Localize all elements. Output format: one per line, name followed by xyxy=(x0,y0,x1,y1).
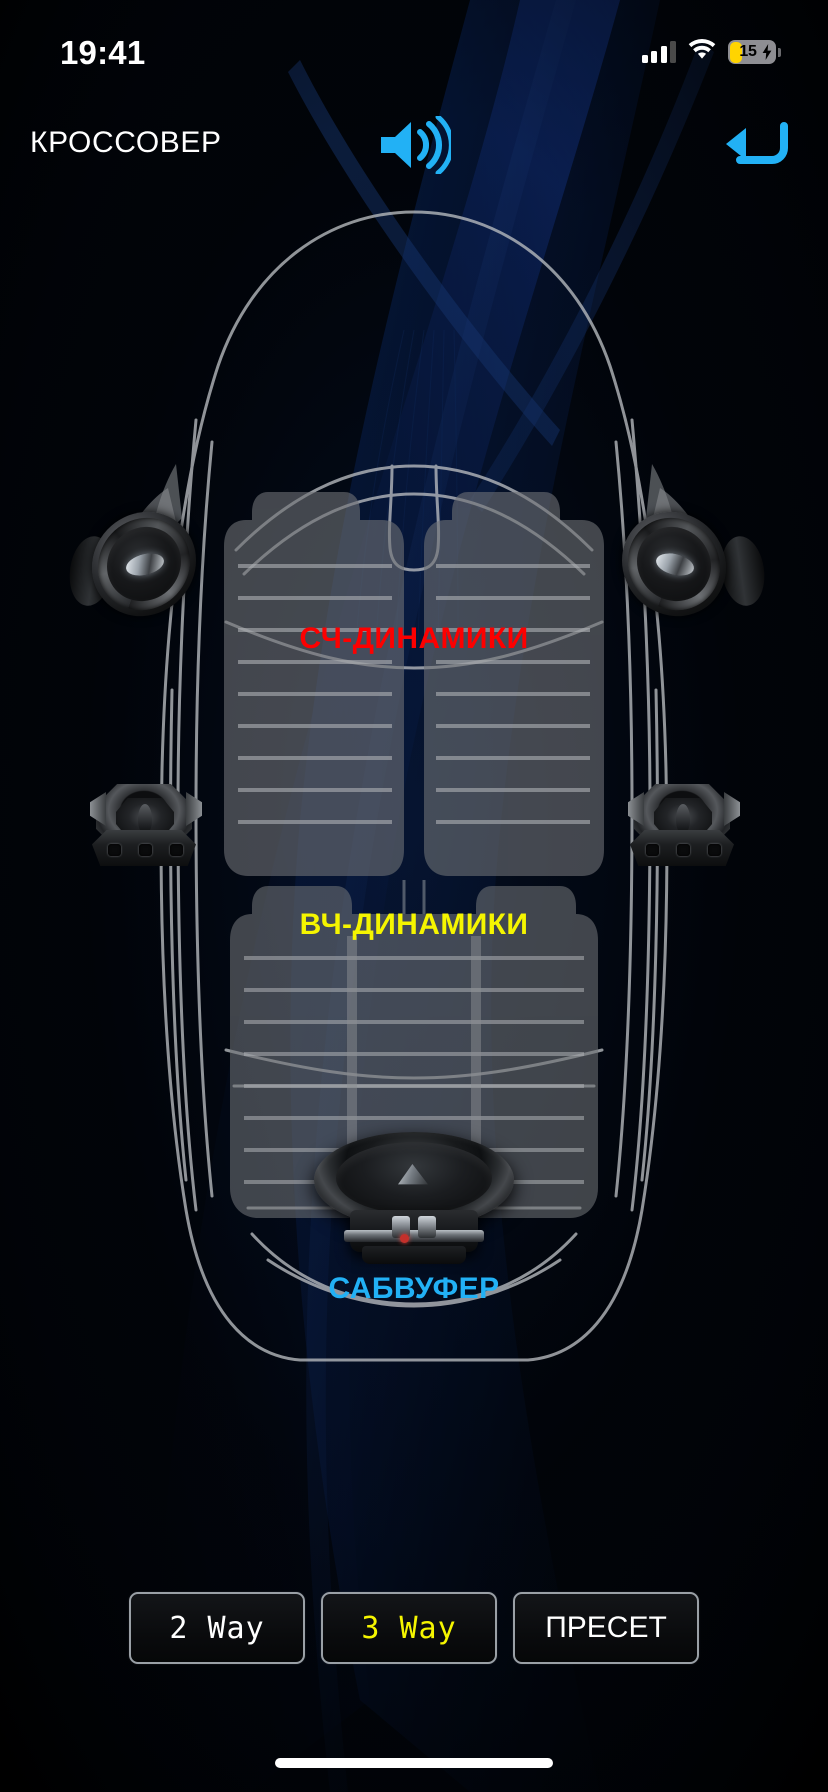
back-arrow-icon[interactable] xyxy=(712,116,798,174)
home-indicator[interactable] xyxy=(275,1758,553,1768)
mode-button-2way[interactable]: 2 Way xyxy=(129,1592,305,1664)
app-header: КРОССОВЕР xyxy=(0,108,828,188)
status-bar: 19:41 15 xyxy=(0,0,828,96)
tweeter-left[interactable] xyxy=(90,778,202,870)
tweeter-right[interactable] xyxy=(628,778,740,870)
crossover-mode-bar: 2 Way 3 Way ПРЕСЕТ xyxy=(0,1592,828,1664)
mid-speaker-front-right[interactable] xyxy=(622,508,769,628)
page-title: КРОССОВЕР xyxy=(30,126,222,159)
mode-button-preset[interactable]: ПРЕСЕТ xyxy=(513,1592,699,1664)
signal-bars-icon xyxy=(641,41,676,63)
status-clock: 19:41 xyxy=(60,33,146,71)
status-indicators: 15 xyxy=(641,31,781,66)
speaker-volume-icon[interactable] xyxy=(374,114,454,176)
mode-button-3way[interactable]: 3 Way xyxy=(321,1592,497,1664)
battery-charging-icon: 15 xyxy=(728,40,781,64)
subwoofer-rear[interactable] xyxy=(314,1128,514,1264)
wifi-icon xyxy=(688,38,716,66)
mid-speaker-front-left[interactable] xyxy=(65,508,212,628)
car-top-view-speaker-layout xyxy=(0,170,828,1370)
